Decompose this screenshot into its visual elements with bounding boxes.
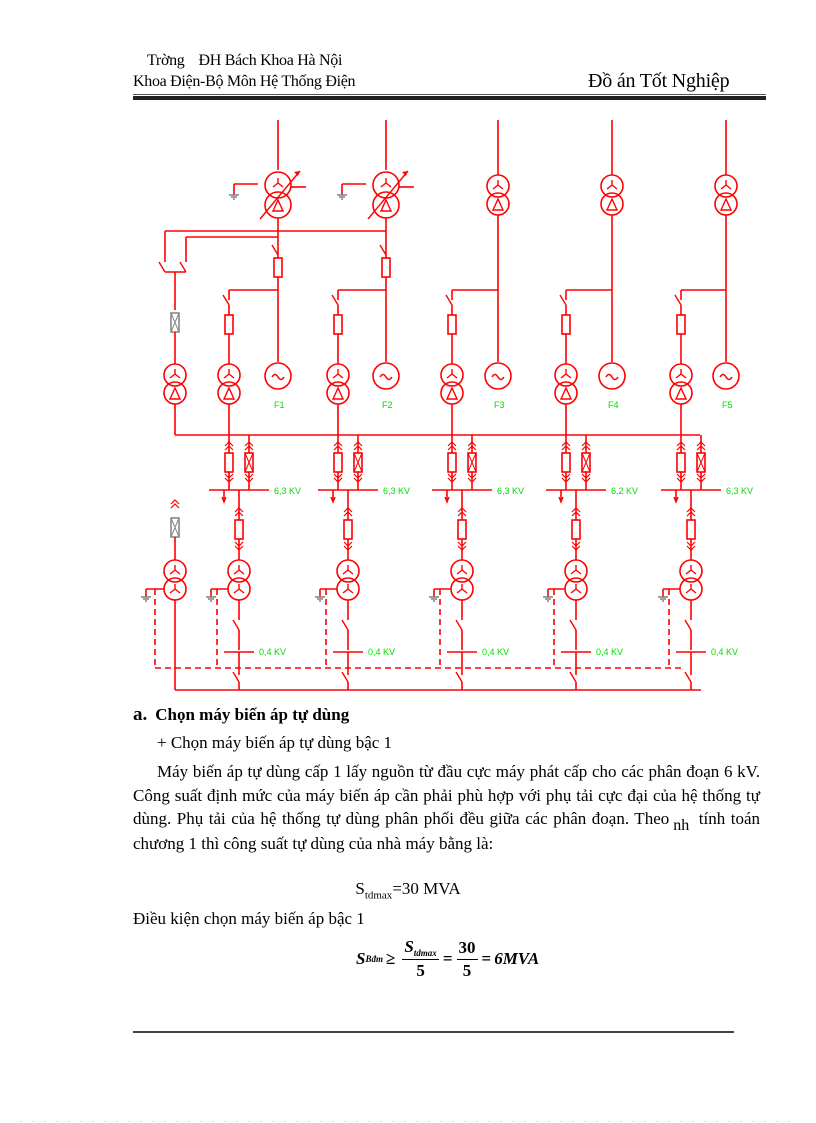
fraction-1: Stdmax 5	[402, 937, 439, 981]
paragraph-subscript: nh	[673, 817, 690, 834]
fraction-2: 30 5	[456, 938, 478, 981]
header-rule-thin	[133, 94, 766, 95]
equals-sign: =	[442, 949, 453, 968]
svg-text:0,4 KV: 0,4 KV	[596, 647, 623, 657]
section-title: Chọn máy biến áp tự dùng	[155, 705, 350, 724]
section-heading: a. Chọn máy biến áp tự dùng	[133, 704, 349, 726]
document-type: Đồ án Tốt Nghiệp	[588, 70, 730, 92]
formula-subscript: tdmax	[364, 889, 393, 902]
svg-text:0,4 KV: 0,4 KV	[711, 647, 738, 657]
formula-lhs-subscript: Bđm	[365, 954, 383, 964]
fraction-2-denominator: 5	[462, 960, 472, 980]
fraction-1-denominator: 5	[416, 961, 425, 980]
formula-result: 6MVA	[494, 949, 540, 968]
footer-rule	[133, 1031, 734, 1033]
section-subtitle: + Chọn máy biến áp tự dùng bậc 1	[157, 733, 393, 752]
single-line-diagram: F1 F2 F3 F4 F5 6,3 KV 0,4 KV 6,3 KV 0,4 KV 6,3 KV…	[141, 120, 753, 691]
svg-text:F2: F2	[382, 400, 393, 410]
svg-text:F3: F3	[494, 400, 505, 410]
school-name: Trờng ĐH Bách Khoa Hà Nội	[133, 50, 355, 71]
formula-operator: ≥	[385, 949, 396, 968]
page-bottom-border	[20, 1121, 796, 1122]
svg-text:F5: F5	[722, 400, 733, 410]
formula-symbol: S	[355, 879, 365, 898]
school-name-part-1: Trờng	[147, 52, 185, 69]
svg-text:0,4 KV: 0,4 KV	[368, 647, 395, 657]
equals-sign: =	[481, 949, 492, 968]
svg-text:0,4 KV: 0,4 KV	[482, 647, 509, 657]
svg-text:6,3 KV: 6,3 KV	[274, 486, 301, 496]
svg-text:6,2 KV: 6,2 KV	[611, 486, 638, 496]
svg-text:6,3 KV: 6,3 KV	[383, 486, 410, 496]
fraction-1-numerator: S	[404, 937, 414, 956]
formula-lhs: S	[356, 949, 366, 968]
svg-text:0,4 KV: 0,4 KV	[259, 647, 286, 657]
header-left: Trờng ĐH Bách Khoa Hà Nội Khoa Điện-Bộ Mô…	[133, 50, 356, 92]
formula-stdmax: Stdmax=30 MVA	[0, 879, 816, 901]
header-rule-thick	[133, 96, 766, 100]
section-letter: a.	[133, 704, 148, 725]
svg-text:6,3 KV: 6,3 KV	[497, 486, 524, 496]
svg-text:F4: F4	[608, 400, 619, 410]
svg-text:F1: F1	[274, 400, 285, 410]
body-paragraph: Máy biến áp tự dùng cấp 1 lấy nguồn từ đ…	[133, 760, 760, 855]
fraction-2-numerator: 30	[456, 938, 478, 960]
condition-text: Điều kiện chọn máy biến áp bậc 1	[133, 909, 365, 928]
fraction-1-numerator-sub: tdmax	[413, 948, 437, 958]
department-name: Khoa Điện-Bộ Môn Hệ Thống Điện	[133, 73, 356, 90]
paragraph-text-1: Máy biến áp tự dùng cấp 1 lấy nguồn từ đ…	[133, 762, 760, 828]
paragraph-text-2: tính toán chương 1 thì công suất tự dùng…	[133, 809, 761, 853]
formula-value: =30 MVA	[392, 879, 461, 898]
svg-text:6,3 KV: 6,3 KV	[726, 486, 753, 496]
school-name-part-2: ĐH Bách Khoa Hà Nội	[198, 52, 343, 69]
